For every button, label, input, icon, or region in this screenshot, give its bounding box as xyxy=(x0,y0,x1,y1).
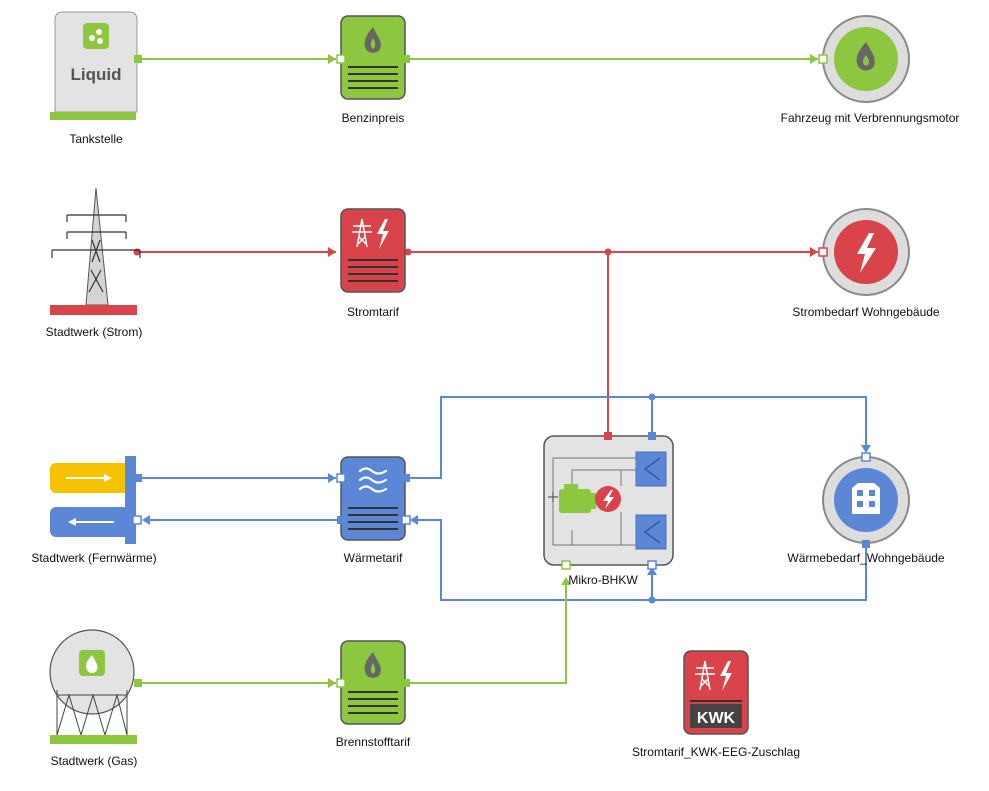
node-label-tankstelle: Tankstelle xyxy=(69,132,123,146)
node-label-stadtwerk-strom: Stadtwerk (Strom) xyxy=(46,325,143,339)
lightning-icon xyxy=(857,233,876,273)
arrow-head xyxy=(810,247,818,257)
water-drops-icon xyxy=(83,23,109,49)
tank-type-label: Liquid xyxy=(71,65,122,84)
node-label-fahrzeug: Fahrzeug mit Verbrennungsmotor xyxy=(781,111,960,125)
power-pylon-icon xyxy=(51,187,141,306)
junction-dot xyxy=(404,248,412,256)
heat-waves-icon xyxy=(358,467,388,493)
node-tankstelle[interactable]: Liquid xyxy=(50,11,142,120)
node-stadtwerk-gas[interactable] xyxy=(49,629,142,744)
engine-generator-icon xyxy=(548,451,667,550)
node-fahrzeug[interactable] xyxy=(818,15,910,103)
gas-sphere-icon xyxy=(49,629,135,737)
pylon-lightning-icon xyxy=(352,218,389,249)
arrow-head xyxy=(561,577,571,585)
node-label-stromtarif: Stromtarif xyxy=(347,305,400,319)
flow-arrows-icon xyxy=(50,463,130,537)
node-stadtwerk-strom[interactable] xyxy=(50,187,141,315)
node-label-stadtwerk-fernwaerme: Stadtwerk (Fernwärme) xyxy=(31,551,156,565)
junction-dot xyxy=(604,248,612,256)
node-waermebedarf[interactable] xyxy=(822,452,910,548)
connections xyxy=(137,54,871,688)
junction-dot xyxy=(648,596,656,604)
node-label-waermetarif: Wärmetarif xyxy=(344,551,403,565)
junction-dot xyxy=(648,393,656,401)
node-strombedarf[interactable] xyxy=(818,208,910,296)
node-kwk-tarif[interactable]: KWK xyxy=(683,650,749,735)
node-label-kwk: Stromtarif_KWK-EEG-Zuschlag xyxy=(632,745,800,759)
node-stromtarif[interactable] xyxy=(340,208,406,293)
building-icon xyxy=(852,483,880,514)
node-waermetarif[interactable] xyxy=(336,456,411,541)
node-label-strombedarf: Strombedarf Wohngebäude xyxy=(792,305,940,319)
node-label-brennstofftarif: Brennstofftarif xyxy=(336,735,411,749)
node-label-mikro-bhkw: Mikro-BHKW xyxy=(568,573,638,587)
node-benzinpreis[interactable] xyxy=(336,15,410,100)
arrow-head xyxy=(647,567,657,575)
flame-icon xyxy=(856,42,875,71)
pylon-lightning-icon xyxy=(695,660,732,691)
kwk-badge: KWK xyxy=(697,710,736,727)
node-label-benzinpreis: Benzinpreis xyxy=(342,111,405,125)
arrow-head xyxy=(410,515,418,525)
node-mikro-bhkw[interactable] xyxy=(543,432,674,570)
arrow-head xyxy=(328,473,336,483)
node-label-waermebedarf: Wärmebedarf_Wohngebäude xyxy=(787,551,945,565)
link-waermetarif-loop-top[interactable] xyxy=(408,396,867,479)
link-waermebedarf-return[interactable] xyxy=(413,519,867,601)
arrow-head xyxy=(861,445,871,453)
arrow-head xyxy=(142,515,150,525)
flame-icon xyxy=(364,27,381,53)
flame-icon xyxy=(364,652,381,678)
link-brennstofftarif-bhkw[interactable] xyxy=(408,582,567,684)
arrow-head xyxy=(328,54,336,64)
node-stadtwerk-fernwaerme[interactable] xyxy=(50,456,142,544)
arrow-head xyxy=(328,678,336,688)
arrow-head xyxy=(810,54,818,64)
node-label-stadtwerk-gas: Stadtwerk (Gas) xyxy=(51,754,138,768)
node-brennstofftarif[interactable] xyxy=(336,640,410,725)
arrow-head xyxy=(328,247,336,257)
